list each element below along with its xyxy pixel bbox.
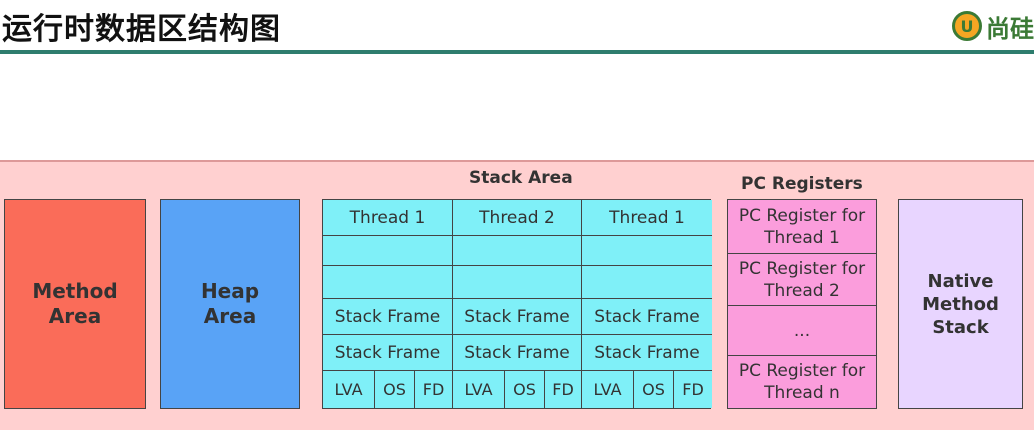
logo-text: 尚硅 (986, 14, 1034, 43)
stack-area: Thread 1 Stack Frame Stack Frame LVA OS … (322, 199, 712, 409)
native-method-stack: Native Method Stack (898, 199, 1023, 409)
thread-label: Thread 1 (582, 200, 712, 236)
stack-area-title: Stack Area (469, 168, 573, 188)
header-divider (0, 50, 1034, 54)
stack-slot (323, 266, 452, 299)
pc-registers-title: PC Registers (741, 174, 863, 194)
fd-cell: FD (552, 380, 574, 399)
pc-register-ellipsis: ... (728, 306, 876, 356)
stack-frame: Stack Frame (323, 335, 452, 371)
stack-slot (582, 236, 712, 266)
stack-slot (582, 266, 712, 299)
lva-cell: LVA (453, 371, 505, 408)
stack-frame: Stack Frame (453, 299, 581, 335)
frame-parts: LVA OS FD (323, 371, 452, 408)
stack-frame: Stack Frame (323, 299, 452, 335)
frame-parts: LVA OS FD (582, 371, 712, 408)
fd-cell: FD (422, 380, 445, 399)
stack-frame: Stack Frame (582, 299, 712, 335)
thread-label: Thread 2 (453, 200, 581, 236)
stack-slot (453, 236, 581, 266)
method-area: Method Area (4, 199, 146, 409)
page-title: 运行时数据区结构图 (2, 12, 281, 47)
thread-stack-3: Thread 1 Stack Frame Stack Frame LVA OS … (582, 200, 712, 408)
brand-logo: U 尚硅 (952, 8, 1034, 44)
pc-registers: PC Register for Thread 1 PC Register for… (727, 199, 877, 409)
pc-register: PC Register for Thread 1 (728, 200, 876, 254)
thread-stack-1: Thread 1 Stack Frame Stack Frame LVA OS … (323, 200, 453, 408)
thread-stack-2: Thread 2 Stack Frame Stack Frame LVA OS … (453, 200, 582, 408)
pc-register: PC Register for Thread 2 (728, 254, 876, 306)
heap-area: Heap Area (160, 199, 300, 409)
os-cell: OS (505, 371, 545, 408)
os-cell: OS (375, 371, 415, 408)
logo-icon: U (952, 11, 982, 41)
thread-label: Thread 1 (323, 200, 452, 236)
stack-slot (453, 266, 581, 299)
lva-cell: LVA (582, 371, 634, 408)
stack-frame: Stack Frame (453, 335, 581, 371)
fd-cell: FD (682, 380, 704, 399)
stack-slot (323, 236, 452, 266)
frame-parts: LVA OS FD (453, 371, 581, 408)
lva-cell: LVA (323, 371, 375, 408)
pc-register: PC Register for Thread n (728, 356, 876, 408)
stack-frame: Stack Frame (582, 335, 712, 371)
os-cell: OS (634, 371, 674, 408)
